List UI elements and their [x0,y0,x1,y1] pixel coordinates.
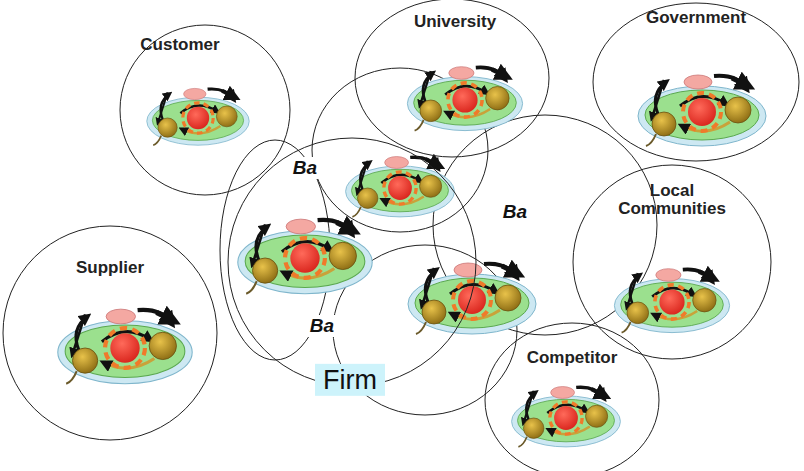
ba-circle: Government [592,2,800,162]
circle-outline [2,225,218,441]
circle-outline [593,3,799,161]
node-label: University [414,13,496,31]
node-label: Competitor [527,349,618,367]
node-label: Local Communities [618,182,726,218]
firm-label: Firm [315,364,385,396]
circle-outline [484,322,660,471]
ba-label: Ba [291,157,319,179]
circle-outline [355,0,549,157]
node-label: Supplier [76,259,144,277]
seci-icon [638,75,766,146]
seci-icon [614,269,729,333]
node-label: Government [646,9,746,27]
seci-icon [58,309,192,384]
seci-icon [238,219,372,294]
ba-circle: Local Communities [572,164,772,360]
seci-icon [147,88,249,145]
ba-circle: Supplier [2,225,218,441]
seci-icon [512,387,621,447]
circle-outline [485,323,659,471]
circle-outline [227,137,477,387]
ba-label: Ba [308,315,336,337]
ba-label: Ba [501,201,529,223]
circle-outline [3,226,217,440]
circle-outline [573,165,771,359]
ba-circle: Firm [227,137,477,387]
circle-outline [228,138,476,386]
circle-outline [120,25,290,195]
ba-circle: University [354,0,550,158]
seci-icon [407,67,522,131]
ba-circle: Customer [119,24,291,196]
node-label: Customer [140,36,219,54]
seci-icon [408,263,536,334]
seci-icon [346,157,455,217]
ba-circle: Competitor [484,322,660,471]
